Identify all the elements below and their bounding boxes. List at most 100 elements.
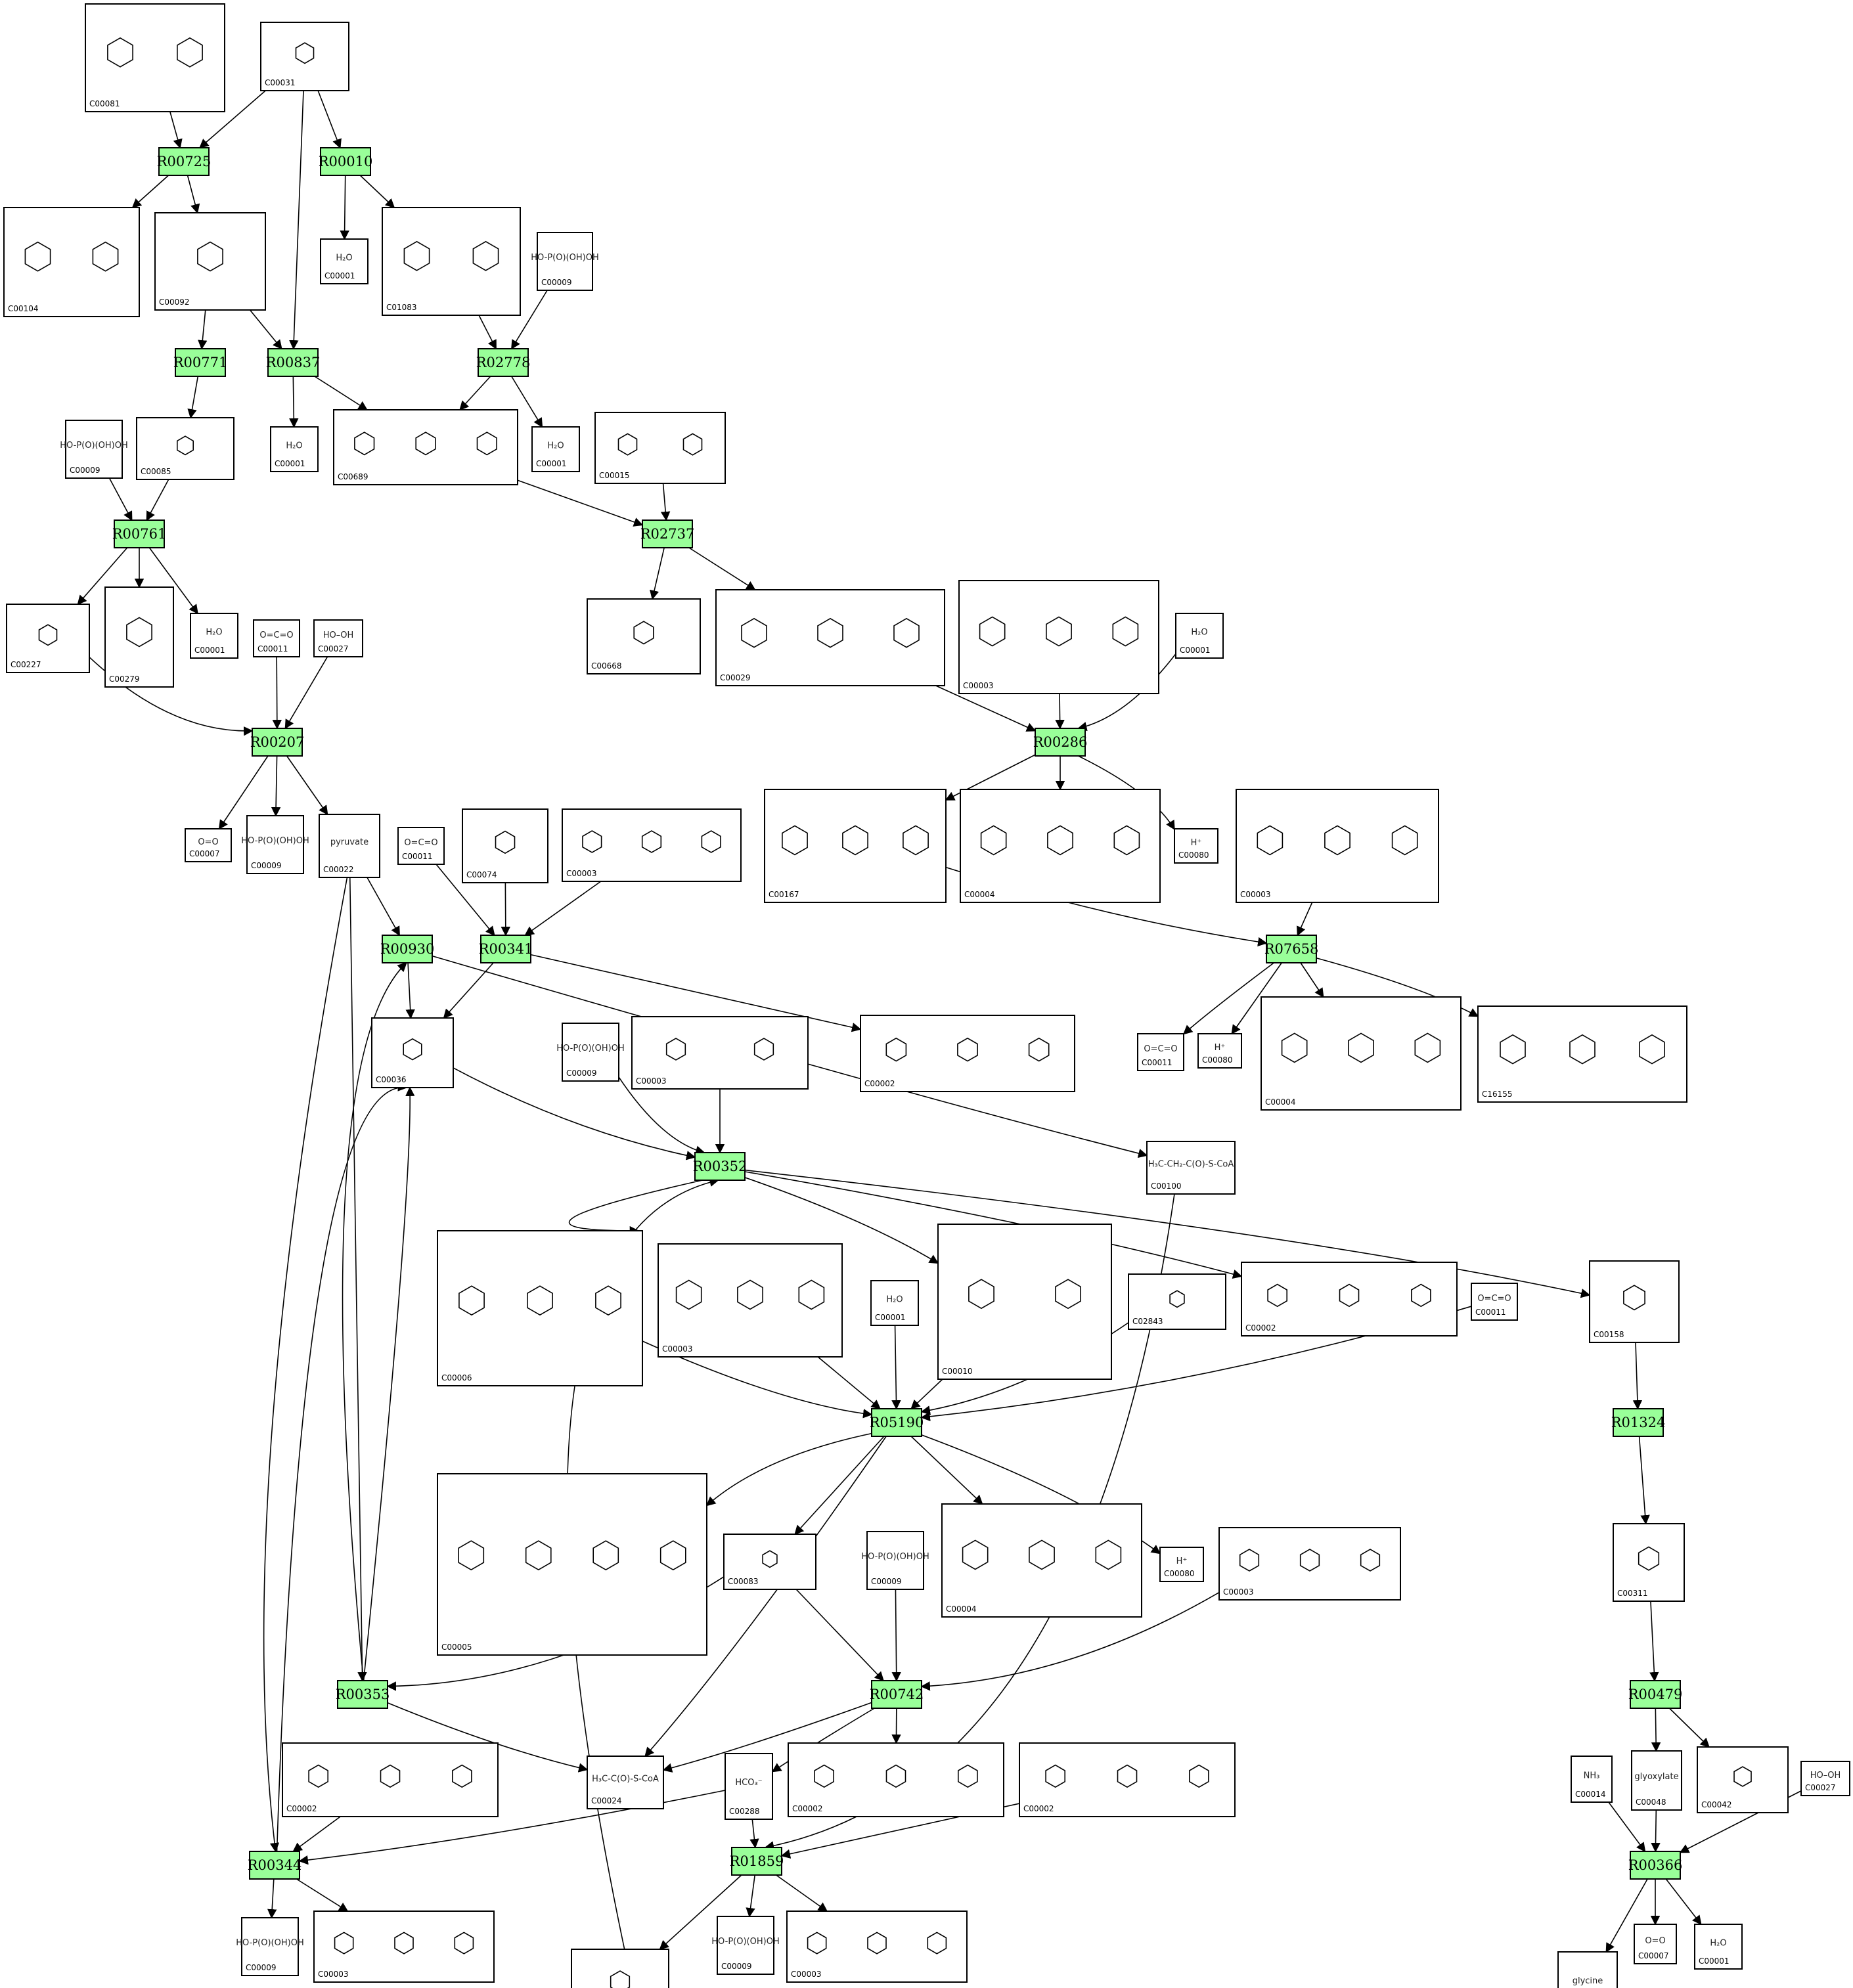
reaction-r00771[interactable]: R00771 (173, 348, 228, 377)
compound-c00004[interactable]: C00004 (941, 1503, 1142, 1618)
compound-c00003[interactable]: C00003 (1236, 789, 1439, 903)
compound-c00003[interactable]: C00003 (658, 1243, 843, 1358)
compound-id-label: C00001 (324, 271, 355, 280)
compound-c00010[interactable]: C00010 (937, 1224, 1112, 1380)
compound-formula: H₃C-C(O)-S-CoA (592, 1774, 659, 1784)
compound-c00668[interactable]: C00668 (587, 598, 701, 674)
reaction-r00341[interactable]: R00341 (479, 935, 533, 963)
compound-c00002[interactable]: C00002 (1019, 1742, 1236, 1817)
compound-c00002[interactable]: C00002 (1241, 1262, 1458, 1336)
compound-c00080[interactable]: H⁺C00080 (1197, 1033, 1242, 1069)
compound-c00085[interactable]: C00085 (136, 417, 234, 480)
compound-c00037[interactable]: glycineC00037 (1557, 1951, 1618, 1988)
reaction-r00479[interactable]: R00479 (1628, 1680, 1683, 1709)
compound-c00279[interactable]: C00279 (104, 586, 174, 688)
edge-R00930-c36 (405, 962, 415, 1019)
edge-c11b-R00341 (435, 864, 495, 937)
reaction-r00010[interactable]: R00010 (319, 147, 373, 176)
reaction-r00930[interactable]: R00930 (380, 935, 435, 963)
compound-c00311[interactable]: C00311 (1613, 1523, 1685, 1602)
reaction-r01859[interactable]: R01859 (730, 1847, 784, 1876)
compound-c00002[interactable]: C00002 (788, 1742, 1004, 1817)
compound-c00003[interactable]: C00003 (786, 1911, 968, 1983)
compound-c02843[interactable]: C02843 (1128, 1273, 1226, 1330)
reaction-r00207[interactable]: R00207 (250, 728, 305, 757)
compound-c00081[interactable]: C00081 (85, 3, 225, 112)
reaction-r00761[interactable]: R00761 (112, 519, 167, 548)
edge-R00742-c24 (662, 1702, 872, 1773)
reaction-r00366[interactable]: R00366 (1628, 1851, 1683, 1880)
compound-c00006[interactable]: C00006 (437, 1230, 643, 1386)
compound-c00003[interactable]: C00003 (1218, 1527, 1401, 1601)
compound-c00003[interactable]: C00003 (631, 1016, 809, 1090)
reaction-r02778[interactable]: R02778 (476, 348, 531, 377)
compound-c00029[interactable]: C00029 (715, 589, 945, 686)
reaction-r00286[interactable]: R00286 (1033, 728, 1088, 757)
compound-c00003[interactable]: C00003 (958, 580, 1159, 694)
compound-c00227[interactable]: C00227 (6, 604, 90, 673)
compound-c00104[interactable]: C00104 (3, 207, 140, 317)
reaction-r01324[interactable]: R01324 (1611, 1408, 1666, 1437)
compound-c00158[interactable]: C00158 (1589, 1260, 1680, 1343)
compound-c00036[interactable]: C00036 (371, 1017, 454, 1088)
reaction-r00344[interactable]: R00344 (248, 1851, 302, 1880)
compound-c00004[interactable]: C00004 (1261, 996, 1462, 1111)
compound-c00689[interactable]: C00689 (333, 409, 518, 485)
compound-c00080[interactable]: H⁺C00080 (1174, 828, 1218, 864)
compound-c00015[interactable]: C00015 (594, 412, 726, 484)
compound-c00080[interactable]: H⁺C00080 (1159, 1547, 1204, 1582)
compound-c00002[interactable]: C00002 (860, 1015, 1075, 1092)
compound-c00003[interactable]: C00003 (313, 1911, 495, 1983)
compound-c00004[interactable]: C00004 (960, 789, 1161, 903)
compound-c00288[interactable]: HCO₃⁻C00288 (725, 1753, 773, 1820)
compound-c01083[interactable]: C01083 (382, 207, 521, 316)
compound-c00031[interactable]: C00031 (260, 22, 349, 91)
compound-c00167[interactable]: C00167 (764, 789, 947, 903)
reaction-r07658[interactable]: R07658 (1264, 935, 1319, 963)
compound-c00083[interactable]: C00083 (723, 1534, 816, 1590)
compound-c00092[interactable]: C00092 (154, 212, 266, 311)
compound-c00005[interactable]: C00005 (437, 1473, 707, 1656)
compound-c00683[interactable]: C00683 (571, 1949, 669, 1988)
reaction-r00742[interactable]: R00742 (870, 1680, 924, 1709)
compound-c00003[interactable]: C00003 (562, 808, 742, 882)
compound-c00042[interactable]: C00042 (1697, 1746, 1789, 1813)
reaction-r05190[interactable]: R05190 (870, 1408, 924, 1437)
reaction-r00352[interactable]: R00352 (693, 1152, 748, 1181)
compound-id-label: C00081 (89, 99, 120, 108)
reaction-r00353[interactable]: R00353 (336, 1680, 390, 1709)
reaction-r02737[interactable]: R02737 (640, 519, 695, 548)
compound-c00074[interactable]: C00074 (462, 808, 548, 883)
reaction-r00725[interactable]: R00725 (157, 147, 212, 176)
reaction-r00837[interactable]: R00837 (266, 348, 321, 377)
compound-c00002[interactable]: C00002 (282, 1742, 499, 1817)
compound-c16155[interactable]: C16155 (1477, 1005, 1687, 1103)
